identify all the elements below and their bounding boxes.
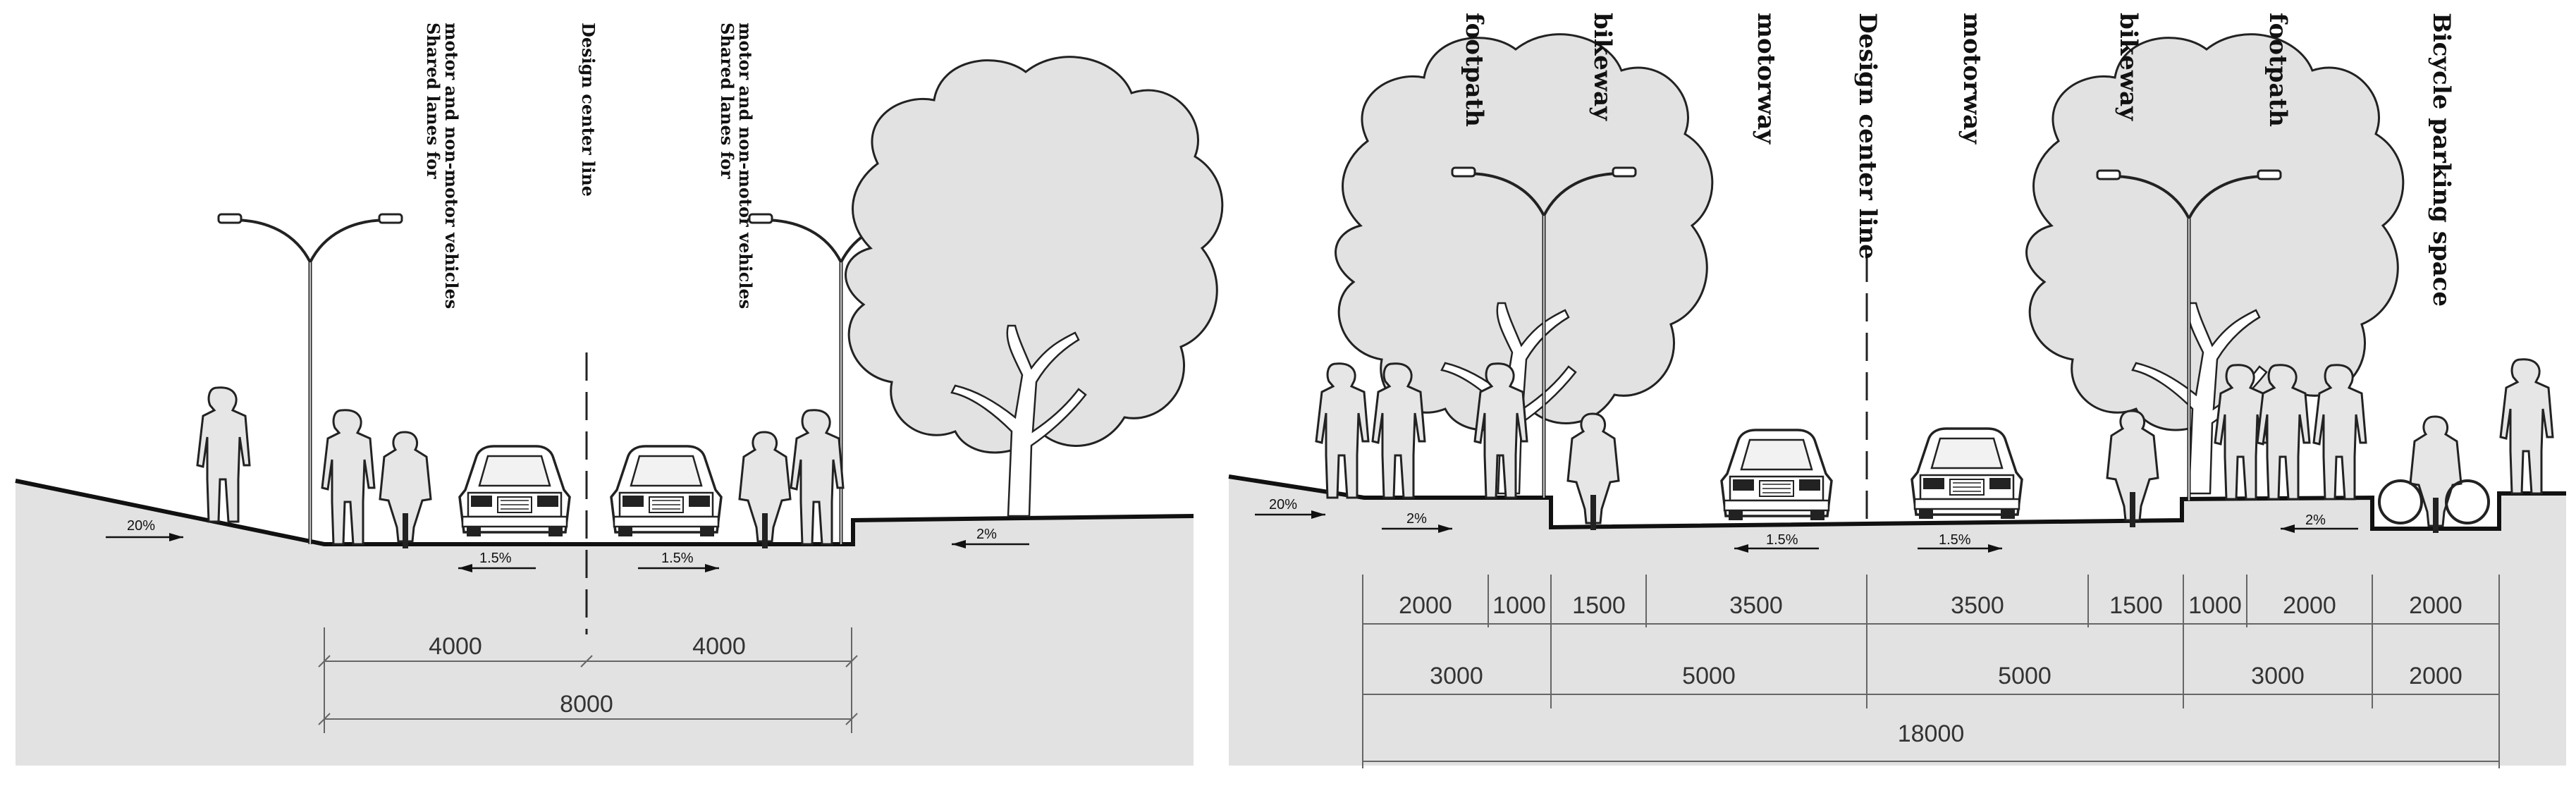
left-dimensions — [318, 627, 858, 733]
car-icon — [610, 445, 723, 538]
right-cross-section: 20% 2% 1.5% 1.5% 2% — [1228, 13, 2566, 768]
slope-label: 1.5% — [1939, 532, 1971, 548]
dimension-label: 3500 — [1951, 592, 2004, 619]
dimension-label: 4000 — [429, 633, 482, 660]
tree-icon — [845, 56, 1224, 517]
center-line-label: Design center line — [578, 23, 599, 197]
slope-marks: 20% 2% 1.5% 1.5% 2% — [1255, 497, 2358, 553]
lane-label-bicycle-parking: Bicycle parking space — [2427, 13, 2455, 307]
slope-label: 1.5% — [661, 551, 694, 566]
cyclist-icon — [1568, 414, 1619, 530]
lane-label: motor and non-motor vehicles — [735, 23, 756, 309]
left-cross-section: 20% 1.5% 1.5% 2% 4000 4000 800 — [15, 23, 1224, 766]
dimension-row-2: 3000 5000 5000 3000 2000 — [1430, 663, 2462, 689]
lane-label-footpath: footpath — [2264, 13, 2292, 127]
dimension-label: 1500 — [1572, 592, 1626, 619]
pedestrian-icon — [321, 409, 376, 546]
car-icon — [458, 445, 571, 538]
dimension-label: 2000 — [2409, 663, 2462, 689]
cyclist-icon — [740, 432, 790, 548]
center-line-label: Design center line — [1853, 13, 1882, 259]
pedestrian-icon — [1315, 362, 1370, 499]
slope-label: 20% — [127, 518, 155, 534]
car-icon — [1720, 429, 1833, 522]
dimension-label: 3000 — [1430, 663, 1483, 689]
lane-label-bikeway: bikeway — [1588, 13, 1617, 121]
left-road-profile — [15, 479, 1194, 546]
lane-label: Shared lanes for — [423, 23, 443, 179]
cyclist-icon — [2107, 411, 2158, 527]
pedestrian-icon — [196, 386, 251, 523]
slope-label: 2% — [2305, 512, 2326, 528]
slope-label: 1.5% — [1766, 532, 1798, 548]
pedestrian-icon — [2499, 358, 2554, 495]
dimension-total-label: 18000 — [1898, 720, 1965, 747]
lane-label: Shared lanes for — [717, 23, 737, 179]
dimension-label: 5000 — [1682, 663, 1736, 689]
dimension-label: 4000 — [692, 633, 746, 660]
dimension-label: 1000 — [2188, 592, 2242, 619]
dimension-row-1: 2000 1000 1500 3500 3500 1500 1000 2000 … — [1399, 592, 2462, 619]
lane-label-motorway: motorway — [1958, 13, 1986, 145]
dimension-label: 2000 — [2409, 592, 2462, 619]
lane-label-footpath: footpath — [1460, 13, 1488, 127]
bicycle-wheel-icon — [2445, 479, 2490, 524]
slope-label: 2% — [1406, 511, 1427, 527]
lane-label-bikeway: bikeway — [2114, 13, 2142, 121]
street-lamp-icon — [219, 214, 402, 544]
dimension-label: 3000 — [2251, 663, 2305, 689]
car-icon — [1910, 427, 2023, 520]
slope-label: 20% — [1269, 497, 1297, 512]
dimension-label: 1000 — [1492, 592, 1546, 619]
dimension-label: 2000 — [2283, 592, 2336, 619]
right-dimensions — [1362, 575, 2500, 768]
dimension-label: 3500 — [1729, 592, 1783, 619]
lane-label: motor and non-motor vehicles — [441, 23, 462, 309]
dimension-label: 1500 — [2109, 592, 2163, 619]
slope-marks: 20% 1.5% 1.5% 2% — [106, 518, 1029, 572]
left-ground — [16, 481, 1194, 766]
slope-label: 2% — [976, 527, 997, 542]
lane-label-motorway: motorway — [1752, 13, 1780, 145]
pedestrian-icon — [790, 409, 845, 546]
dimension-label: 8000 — [560, 691, 613, 718]
bicycle-wheel-icon — [2378, 479, 2423, 524]
cyclist-icon — [380, 432, 431, 548]
slope-label: 1.5% — [479, 551, 512, 566]
dimension-label: 2000 — [1399, 592, 1452, 619]
dimension-label: 5000 — [1998, 663, 2051, 689]
right-ground — [1229, 477, 2566, 766]
